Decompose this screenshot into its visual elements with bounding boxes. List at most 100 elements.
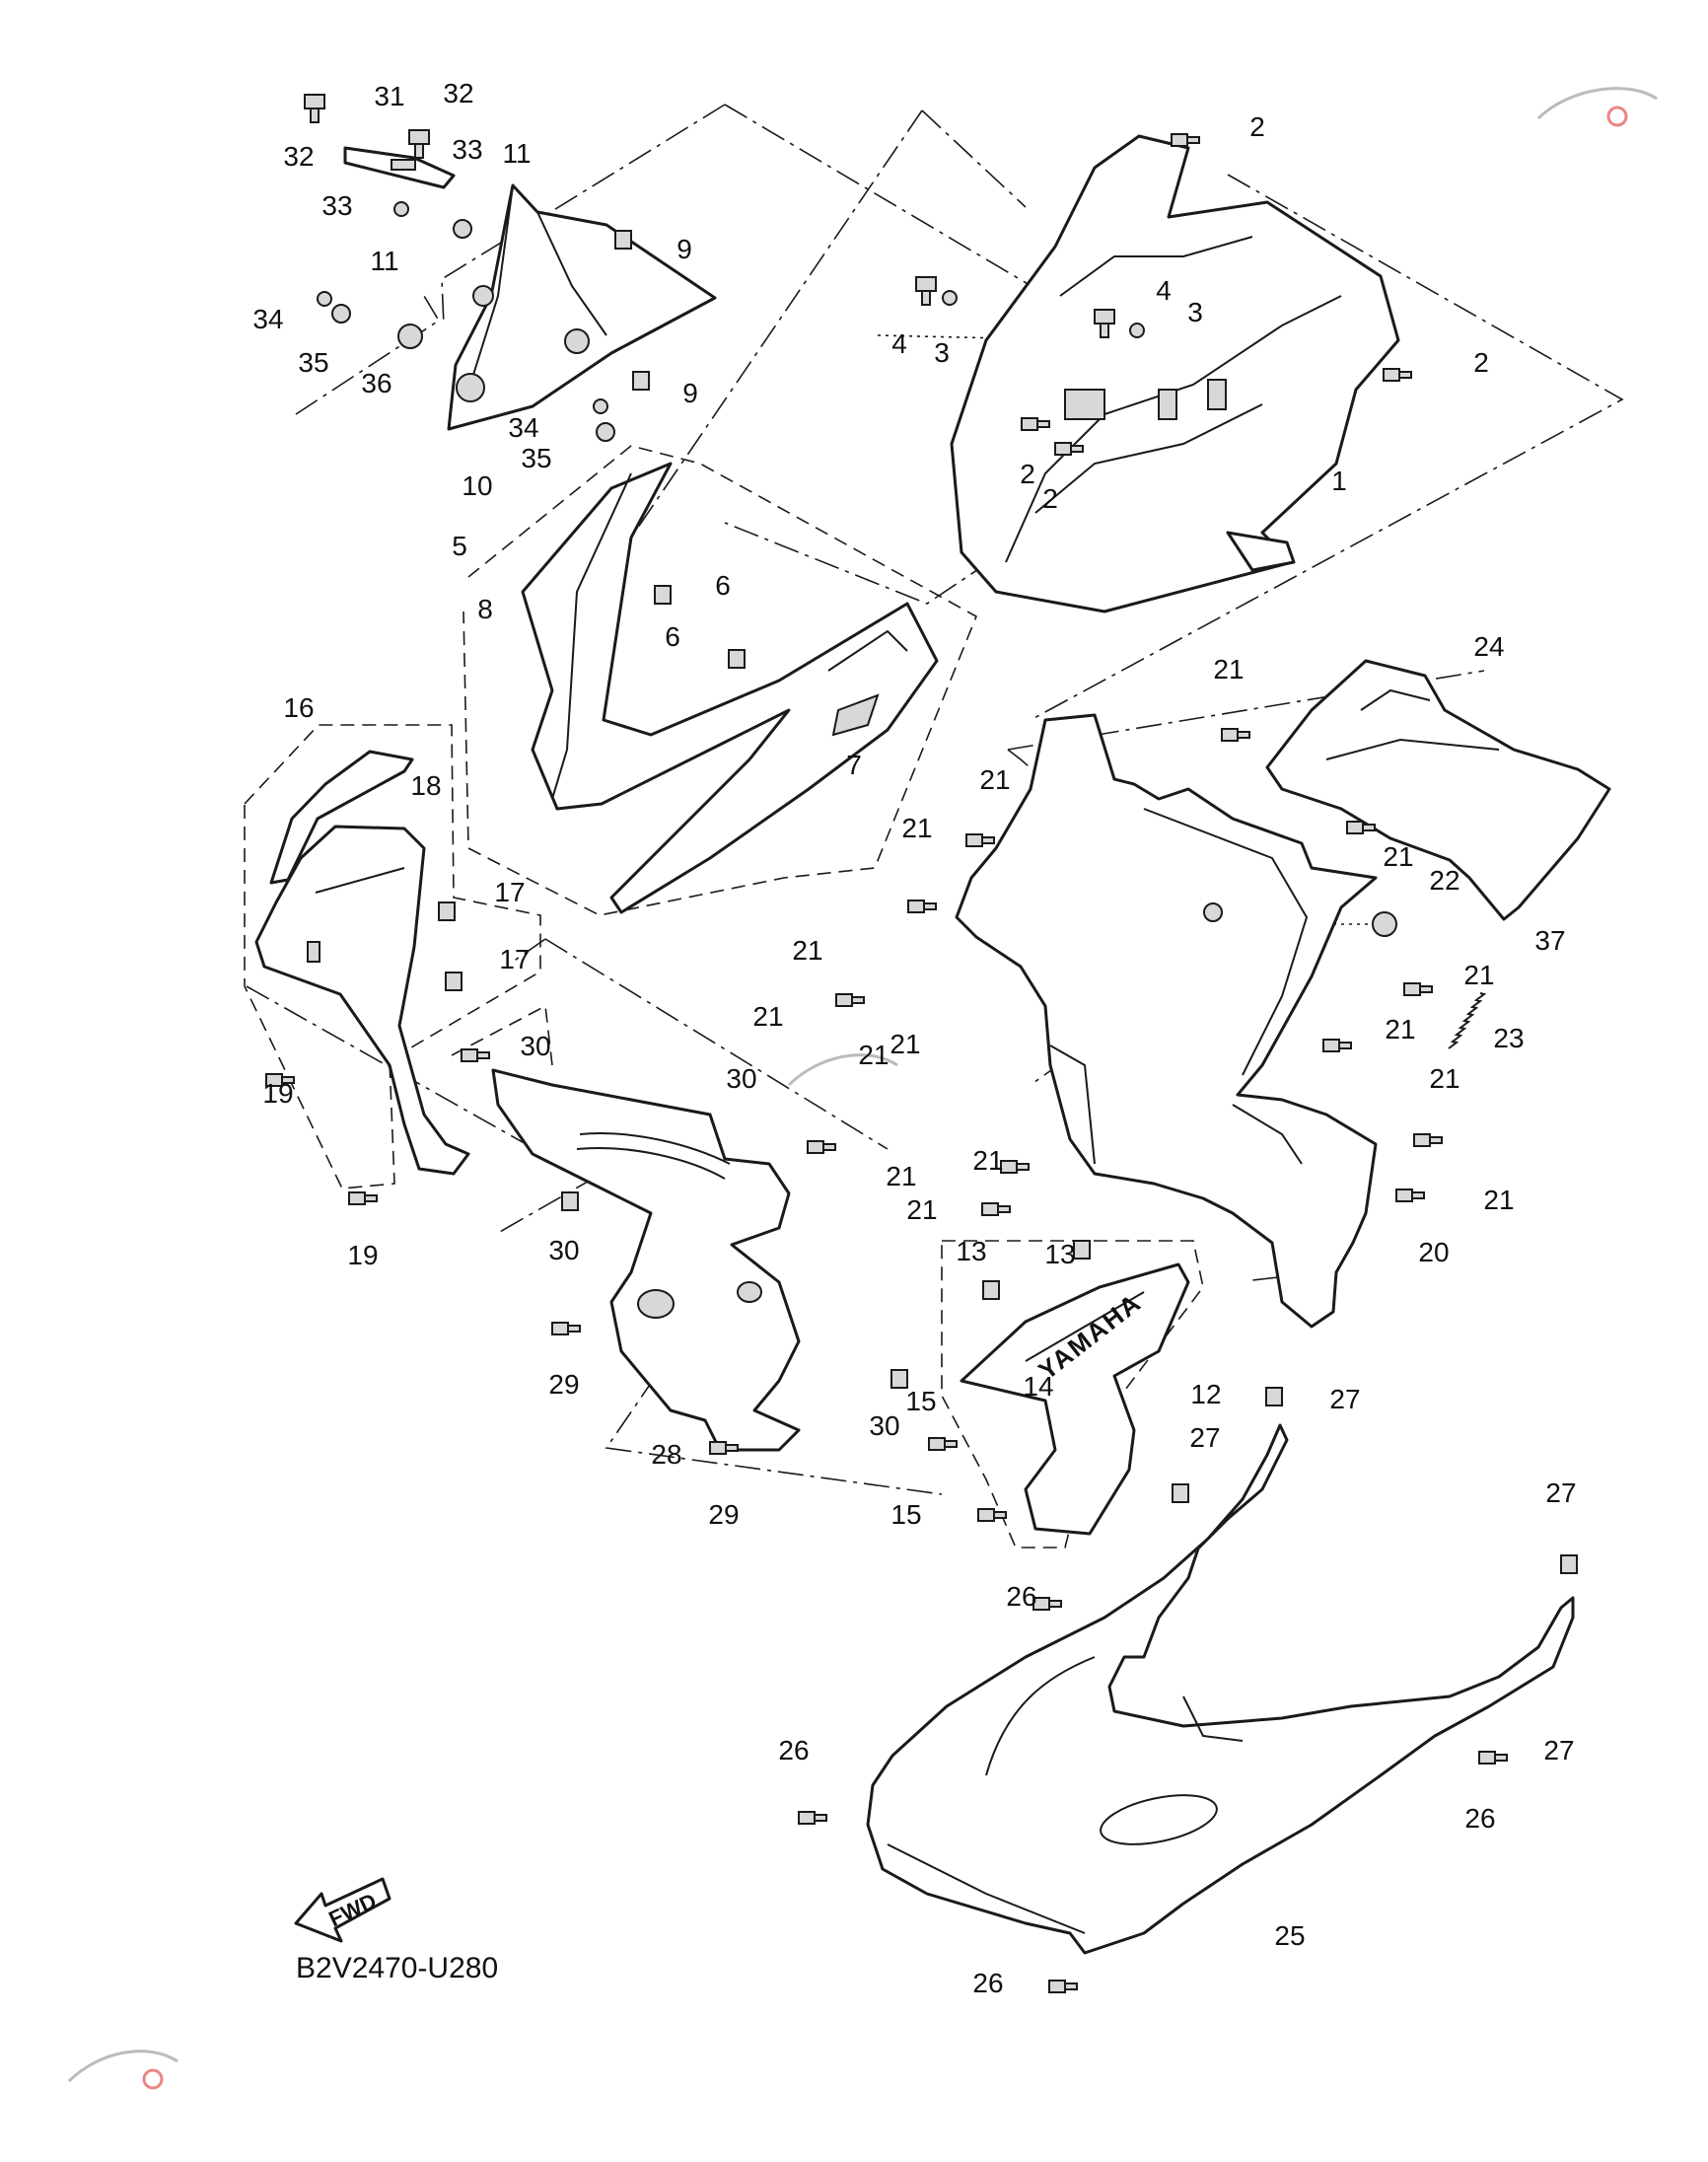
- clip-fastener: [632, 371, 650, 391]
- nut-fastener: [453, 219, 472, 239]
- screw-fastener: [1048, 1980, 1078, 1993]
- callout-26: 26: [972, 1968, 1003, 1998]
- callout-18: 18: [410, 770, 441, 801]
- callout-16: 16: [283, 692, 314, 723]
- screw-fastener: [1322, 1039, 1352, 1052]
- callout-21: 21: [1483, 1185, 1514, 1215]
- callout-13: 13: [956, 1236, 986, 1266]
- callout-33: 33: [452, 134, 482, 165]
- callout-30: 30: [520, 1031, 550, 1061]
- callout-12: 12: [1190, 1379, 1221, 1409]
- floor-board-part-25: [866, 1423, 1575, 1955]
- callout-30: 30: [548, 1235, 579, 1265]
- callout-27: 27: [1545, 1477, 1576, 1508]
- diagram-code: B2V2470-U280: [296, 1952, 498, 1984]
- callout-34: 34: [252, 304, 283, 334]
- callout-10: 10: [462, 470, 492, 501]
- callout-14: 14: [1023, 1371, 1053, 1402]
- callout-30: 30: [726, 1063, 756, 1094]
- callout-27: 27: [1543, 1735, 1574, 1766]
- clip-fastener: [890, 1369, 908, 1389]
- bolt-fastener: [408, 129, 430, 159]
- callout-21: 21: [906, 1194, 937, 1225]
- clip-fastener: [728, 649, 746, 669]
- bolt-fastener: [915, 276, 937, 306]
- washer-fastener: [317, 291, 332, 307]
- top-cowl-part-10: [343, 146, 717, 431]
- callout-23: 23: [1493, 1023, 1524, 1053]
- callout-26: 26: [1464, 1803, 1495, 1834]
- screw-fastener: [1413, 1133, 1443, 1147]
- screw-fastener: [1478, 1751, 1508, 1765]
- callout-29: 29: [548, 1369, 579, 1400]
- screw-fastener: [461, 1048, 490, 1062]
- callout-30: 30: [869, 1410, 899, 1441]
- screw-fastener: [1054, 442, 1084, 456]
- callout-21: 21: [1213, 654, 1244, 685]
- screw-fastener: [348, 1191, 378, 1205]
- screw-fastener: [265, 1073, 295, 1087]
- screw-fastener: [1171, 133, 1200, 147]
- clip-fastener: [1172, 1483, 1189, 1503]
- callout-19: 19: [262, 1078, 293, 1109]
- callout-6: 6: [665, 621, 680, 652]
- callout-2: 2: [1042, 483, 1058, 514]
- callout-33: 33: [321, 190, 352, 221]
- screw-fastener: [981, 1202, 1011, 1216]
- callout-17: 17: [499, 944, 530, 974]
- callout-11: 11: [502, 138, 531, 169]
- callout-21: 21: [858, 1040, 889, 1070]
- washer-fastener: [393, 201, 409, 217]
- callout-21: 21: [1429, 1063, 1459, 1094]
- screw-fastener: [807, 1140, 836, 1154]
- callout-27: 27: [1329, 1384, 1360, 1414]
- callout-15: 15: [905, 1386, 936, 1416]
- callout-29: 29: [708, 1499, 739, 1530]
- screw-fastener: [965, 833, 995, 847]
- grommet-fastener: [397, 324, 423, 349]
- screw-fastener: [709, 1441, 739, 1455]
- washer-fastener: [1129, 323, 1145, 338]
- clip-fastener: [1073, 1240, 1091, 1260]
- callout-4: 4: [1156, 275, 1172, 306]
- screw-fastener: [551, 1322, 581, 1335]
- clip-fastener: [1560, 1554, 1578, 1574]
- callout-26: 26: [778, 1735, 809, 1766]
- screw-fastener: [835, 993, 865, 1007]
- callout-2: 2: [1020, 459, 1035, 489]
- inner-cover-part-24: [1265, 659, 1611, 921]
- callout-1: 1: [1331, 466, 1347, 496]
- callout-21: 21: [1383, 841, 1413, 872]
- callout-32: 32: [283, 141, 314, 172]
- screw-fastener: [1032, 1597, 1062, 1611]
- clip-fastener: [614, 230, 632, 250]
- callout-2: 2: [1473, 347, 1489, 378]
- callout-26: 26: [1006, 1581, 1036, 1612]
- callout-9: 9: [682, 378, 698, 408]
- callout-21: 21: [1463, 960, 1494, 990]
- clip-fastener: [982, 1280, 1000, 1300]
- callout-36: 36: [361, 368, 391, 398]
- callout-21: 21: [1385, 1014, 1415, 1045]
- callout-19: 19: [347, 1240, 378, 1270]
- callout-21: 21: [901, 813, 932, 843]
- bolt-fastener: [304, 94, 325, 123]
- callout-25: 25: [1274, 1920, 1305, 1951]
- callout-21: 21: [886, 1161, 916, 1191]
- front-cover-part-1: [950, 134, 1400, 613]
- callout-8: 8: [477, 594, 493, 624]
- side-emblem-panel-part-12: YAMAHA: [960, 1262, 1190, 1536]
- screw-fastener: [798, 1811, 827, 1825]
- callout-3: 3: [1187, 297, 1203, 327]
- callout-27: 27: [1189, 1422, 1220, 1453]
- screw-fastener: [1346, 821, 1376, 834]
- callout-22: 22: [1429, 865, 1459, 896]
- screw-fastener: [1403, 982, 1433, 996]
- callout-35: 35: [298, 347, 328, 378]
- assembly-reference-lines: [244, 104, 1624, 1549]
- callout-2: 2: [1249, 111, 1265, 142]
- clip-fastener: [445, 972, 463, 991]
- screw-fastener: [1221, 728, 1250, 742]
